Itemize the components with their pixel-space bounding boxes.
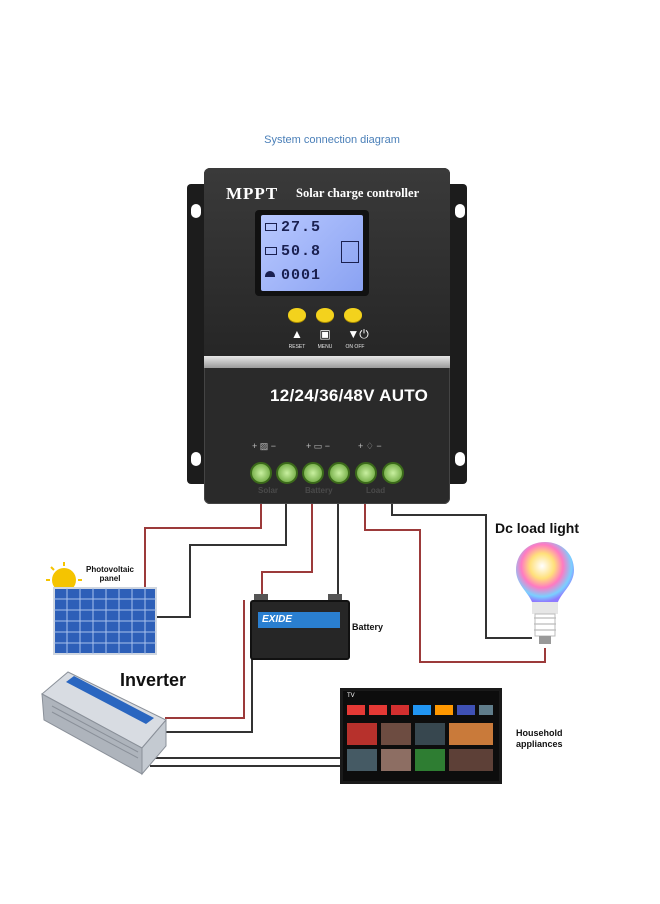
menu-button[interactable] [316,308,334,322]
wire-battery-positive [261,495,313,600]
mount-hole [455,204,465,218]
terminal-battery-negative[interactable] [328,462,350,484]
controller-subtitle: Solar charge controller [296,186,420,200]
battery-image: EXIDE [250,600,350,660]
battery-brand: EXIDE [262,614,293,625]
diagram-title: System connection diagram [264,134,400,146]
tv-content-row [347,749,493,771]
terminal-label-solar: Solar [258,486,279,495]
lcd-panel-icon [265,223,277,231]
down-power-icon: ▼⏻ [347,327,369,341]
dc-load-label: Dc load light [495,520,579,536]
menu-icon: ▣ [319,327,331,341]
lcd-battery-icon [265,247,277,255]
lcd-row-battery: 50.8 [281,243,322,260]
onoff-button[interactable] [344,308,362,322]
lcd-display: 27.5 50.8 0001 [261,215,363,291]
reset-label: RESET [288,344,306,350]
mount-hole [455,452,465,466]
terminal-solar-negative[interactable] [276,462,298,484]
wire-inverter-negative [165,655,253,733]
lcd-status-icon [341,241,359,263]
tv-app-row [347,705,493,715]
menu-label: MENU [317,344,333,350]
terminal-load-positive[interactable] [355,462,377,484]
solar-panel-image [46,562,157,655]
load-symbol-icon: + ♢ − [358,441,382,451]
battery-terminal [328,594,342,600]
mount-hole [191,204,201,218]
tv-content-row [347,723,493,745]
onoff-label: ON OFF [345,344,365,350]
up-arrow-icon: ▲ [291,327,303,341]
wire-load-negative [391,495,532,639]
battery-symbol-icon: + ▭ − [306,441,331,451]
tv-image: TV [340,688,502,784]
terminal-solar-positive[interactable] [250,462,272,484]
controller-divider-strip [204,356,450,368]
pv-panel-label: Photovoltaic panel [85,565,134,583]
inverter-image [41,671,167,776]
light-bulb-image [516,542,574,644]
terminal-battery-positive[interactable] [302,462,324,484]
voltage-rating: 12/24/36/48V AUTO [270,386,429,405]
solar-symbol-icon: + ▨ − [252,441,277,451]
wire-inverter-positive [165,600,245,719]
tv-badge: TV [347,693,355,699]
inverter-label: Inverter [120,670,187,690]
controller-brand: MPPT [226,184,279,203]
mount-hole [191,452,201,466]
terminal-label-load: Load [366,486,386,495]
appliances-label: Household appliances [516,728,563,749]
lcd-row-voltage: 27.5 [281,219,322,236]
battery-label-strip [258,612,340,628]
terminal-load-negative[interactable] [382,462,404,484]
battery-terminal [254,594,268,600]
wire-solar-negative [157,495,287,618]
lcd-row-counter: 0001 [281,267,322,284]
battery-label: Battery [352,622,384,632]
terminal-label-battery: Battery [305,486,333,495]
lcd-bulb-icon [265,271,275,277]
reset-button[interactable] [288,308,306,322]
wire-solar-positive [144,495,262,596]
wire-load-positive [364,495,546,663]
